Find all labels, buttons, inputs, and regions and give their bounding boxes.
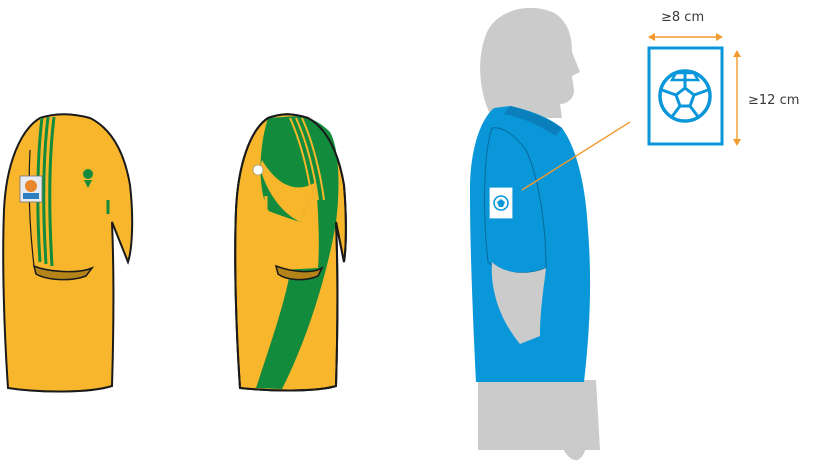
width-dimension: ≥8 cm [648,10,723,41]
width-label: ≥8 cm [661,10,704,25]
blue-shirt [470,106,590,382]
gold-jersey-side-view [3,114,132,391]
height-dimension: ≥12 cm [733,50,799,146]
badge-enlarged [649,48,722,144]
height-label: ≥12 cm [748,93,799,108]
green-gold-jersey-side-view [235,114,346,390]
sleeve-badge [489,187,513,219]
